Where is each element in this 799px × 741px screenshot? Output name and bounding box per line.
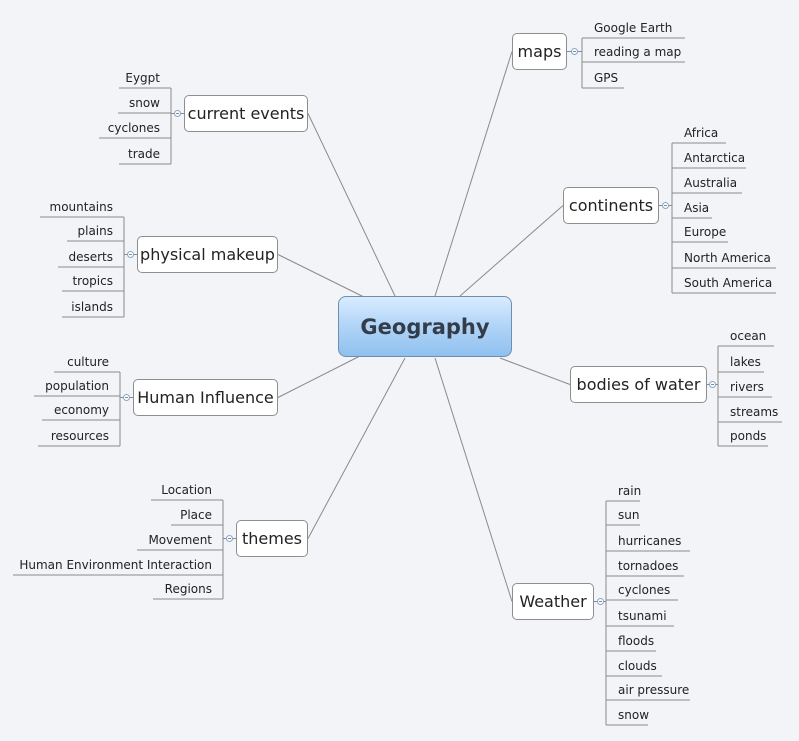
subtopic-continents[interactable]: Asia bbox=[684, 201, 710, 215]
topic-human-influence[interactable]: Human Influence bbox=[133, 379, 278, 416]
subtopic-bodies-of-water[interactable]: ponds bbox=[730, 429, 767, 443]
topic-label: Human Influence bbox=[137, 388, 274, 407]
subtopic-physical-makeup[interactable]: islands bbox=[71, 300, 113, 314]
topic-physical-makeup[interactable]: physical makeup bbox=[137, 236, 278, 273]
subtopic-weather[interactable]: sun bbox=[618, 508, 640, 522]
subtopic-weather[interactable]: rain bbox=[618, 484, 642, 498]
subtopic-physical-makeup[interactable]: deserts bbox=[68, 250, 113, 264]
branch-connector-continents bbox=[459, 205, 564, 297]
collapse-toggle-themes[interactable] bbox=[226, 535, 233, 542]
collapse-toggle-maps[interactable] bbox=[571, 48, 578, 55]
collapse-toggle-continents[interactable] bbox=[662, 202, 669, 209]
topic-current-events[interactable]: current events bbox=[184, 95, 308, 132]
topic-label: Weather bbox=[519, 592, 587, 611]
topic-weather[interactable]: Weather bbox=[512, 583, 594, 620]
subtopic-bodies-of-water[interactable]: rivers bbox=[730, 380, 764, 394]
subtopic-current-events[interactable]: Eygpt bbox=[125, 71, 160, 85]
subtopic-continents[interactable]: Africa bbox=[684, 126, 719, 140]
subtopic-weather[interactable]: air pressure bbox=[618, 683, 690, 697]
subtopic-themes[interactable]: Human Environment Interaction bbox=[19, 558, 212, 572]
branch-connector-maps bbox=[434, 51, 513, 297]
topic-label: current events bbox=[187, 104, 305, 123]
subtopic-human-influence[interactable]: culture bbox=[67, 355, 109, 369]
topic-bodies-of-water[interactable]: bodies of water bbox=[570, 366, 707, 403]
subtopic-continents[interactable]: North America bbox=[684, 251, 771, 265]
subtopic-maps[interactable]: Google Earth bbox=[594, 21, 673, 35]
collapse-toggle-human-influence[interactable] bbox=[123, 394, 130, 401]
subtopic-weather[interactable]: snow bbox=[618, 708, 650, 722]
subtopic-maps[interactable]: reading a map bbox=[594, 45, 682, 59]
subtopic-weather[interactable]: tornadoes bbox=[618, 559, 679, 573]
topic-maps[interactable]: maps bbox=[512, 33, 567, 70]
topic-label: bodies of water bbox=[576, 375, 701, 394]
subtopic-current-events[interactable]: trade bbox=[128, 147, 160, 161]
topic-label: continents bbox=[568, 196, 654, 215]
subtopic-bodies-of-water[interactable]: lakes bbox=[730, 355, 761, 369]
subtopic-weather[interactable]: floods bbox=[618, 634, 655, 648]
topic-label: maps bbox=[517, 42, 562, 61]
subtopic-human-influence[interactable]: population bbox=[45, 379, 109, 393]
subtopic-current-events[interactable]: snow bbox=[128, 96, 160, 110]
collapse-toggle-current-events[interactable] bbox=[174, 110, 181, 117]
subtopic-continents[interactable]: Antarctica bbox=[684, 151, 746, 165]
subtopic-weather[interactable]: hurricanes bbox=[618, 534, 682, 548]
subtopic-weather[interactable]: clouds bbox=[618, 659, 657, 673]
subtopic-continents[interactable]: South America bbox=[684, 276, 773, 290]
subtopic-continents[interactable]: Europe bbox=[684, 225, 727, 239]
central-topic-geography[interactable]: Geography bbox=[338, 296, 512, 357]
subtopic-themes[interactable]: Regions bbox=[164, 582, 212, 596]
subtopic-bodies-of-water[interactable]: streams bbox=[730, 405, 779, 419]
subtopic-weather[interactable]: cyclones bbox=[618, 583, 671, 597]
branch-connector-weather bbox=[434, 357, 513, 602]
subtopic-themes[interactable]: Location bbox=[161, 483, 212, 497]
subtopic-weather[interactable]: tsunami bbox=[618, 609, 667, 623]
collapse-toggle-physical-makeup[interactable] bbox=[127, 251, 134, 258]
branch-connector-human-influence bbox=[277, 355, 361, 398]
topic-continents[interactable]: continents bbox=[563, 187, 659, 224]
subtopic-human-influence[interactable]: resources bbox=[50, 429, 109, 443]
subtopic-maps[interactable]: GPS bbox=[594, 71, 619, 85]
subtopic-continents[interactable]: Australia bbox=[684, 176, 738, 190]
subtopic-themes[interactable]: Place bbox=[180, 508, 212, 522]
branch-connector-physical-makeup bbox=[277, 254, 371, 301]
subtopic-physical-makeup[interactable]: mountains bbox=[49, 200, 114, 214]
topic-label: themes bbox=[241, 529, 303, 548]
central-topic-label: Geography bbox=[360, 314, 490, 339]
subtopic-physical-makeup[interactable]: tropics bbox=[72, 274, 113, 288]
subtopic-current-events[interactable]: cyclones bbox=[107, 121, 160, 135]
collapse-toggle-bodies-of-water[interactable] bbox=[709, 381, 716, 388]
branch-connector-bodies-of-water bbox=[499, 357, 571, 385]
branch-connector-themes bbox=[307, 357, 406, 539]
subtopic-bodies-of-water[interactable]: ocean bbox=[730, 329, 767, 343]
collapse-toggle-weather[interactable] bbox=[596, 598, 604, 605]
topic-themes[interactable]: themes bbox=[236, 520, 308, 557]
subtopic-human-influence[interactable]: economy bbox=[53, 403, 109, 417]
topic-label: physical makeup bbox=[140, 245, 275, 264]
subtopic-themes[interactable]: Movement bbox=[148, 533, 212, 547]
subtopic-physical-makeup[interactable]: plains bbox=[77, 224, 114, 238]
branch-connector-current-events bbox=[307, 113, 396, 297]
